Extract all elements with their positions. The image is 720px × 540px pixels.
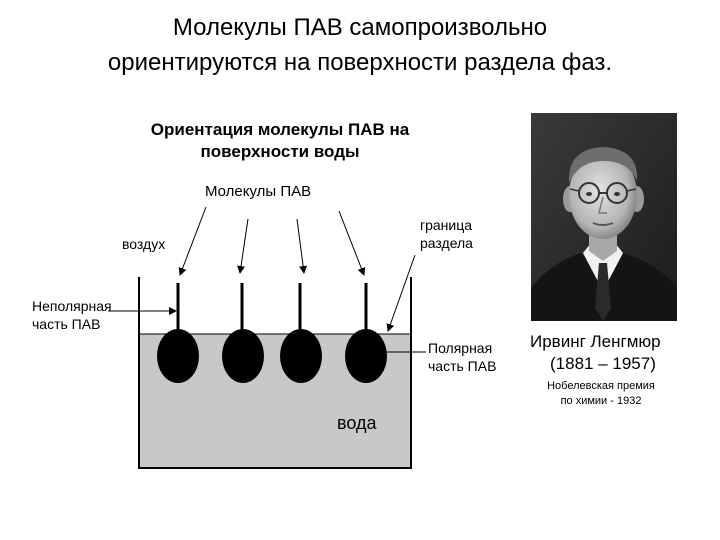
molecule-arrow [178,206,207,276]
molecule-arrow [237,218,249,274]
diagram-subtitle-line1: Ориентация молекулы ПАВ на [150,120,410,139]
person-name: Ирвинг Ленгмюр [530,332,661,351]
molecule-arrow [296,218,308,274]
slide-title-line1: Молекулы ПАВ самопроизвольно [172,14,548,41]
molecule-head [222,329,264,383]
nobel-note-line1: Нобелевская премия [547,380,655,392]
boundary-label-line1: граница [420,217,473,233]
nobel-note-line2: по химии - 1932 [560,395,642,407]
nobel-note: Нобелевская премия по химии - 1932 [531,379,671,409]
polar-label: Полярная часть ПАВ [428,339,496,375]
nonpolar-label-line1: Неполярная [32,298,112,314]
molecule-head [157,329,199,383]
water-label: вода [337,413,377,433]
nonpolar-label: Неполярная часть ПАВ [32,297,112,333]
boundary-label-line2: раздела [420,235,473,251]
boundary-arrow [386,254,416,332]
boundary-label: граница раздела [420,216,473,252]
person-years: (1881 – 1957) [550,354,656,373]
polar-label-line1: Полярная [428,340,493,356]
air-label: воздух [122,236,166,252]
slide-title-line2: ориентируются на поверхности раздела фаз… [107,49,613,76]
diagram-subtitle: Ориентация молекулы ПАВ на поверхности в… [100,119,460,163]
molecule-head [280,329,322,383]
nonpolar-label-line2: часть ПАВ [32,316,101,332]
diagram-subtitle-line2: поверхности воды [200,142,360,161]
polar-label-line2: часть ПАВ [428,358,497,374]
molecule-head [345,329,387,383]
container-outline [138,277,412,469]
portrait-photo [531,113,677,321]
molecules-label: Молекулы ПАВ [205,183,312,200]
molecule-arrow [338,210,366,276]
